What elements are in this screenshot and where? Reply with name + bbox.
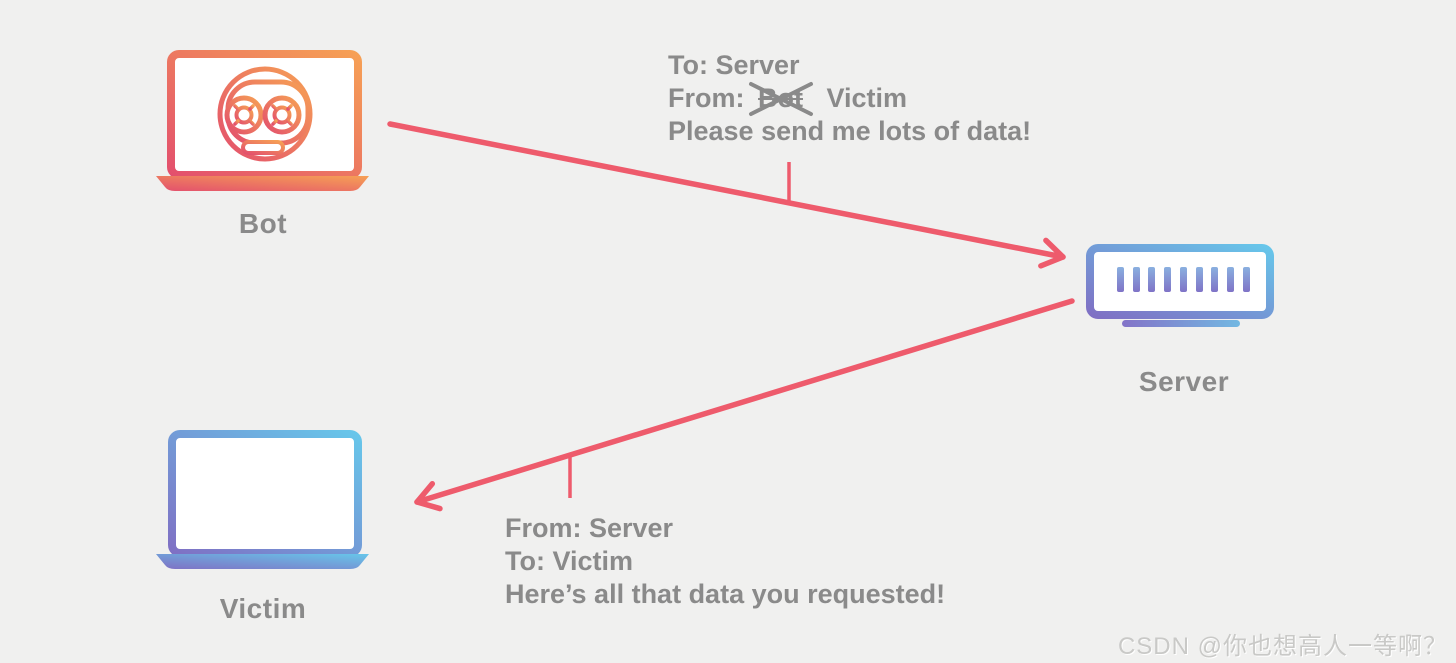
struck-sender-word: Bot [749, 82, 814, 116]
response-line-from: From: Server [505, 513, 674, 543]
request-from-prefix: From: [668, 83, 745, 113]
victim-label: Victim [219, 593, 307, 624]
laptop-robot-icon [156, 50, 369, 191]
response-line-body: Here’s all that data you requested! [505, 579, 946, 609]
request-line-body: Please send me lots of data! [668, 116, 1032, 146]
request-line-from: From: Bot Victim [668, 82, 1031, 116]
server-label: Server [1138, 366, 1230, 397]
request-annotation: To: Server From: Bot Victim Please send … [668, 49, 1031, 148]
response-annotation: From: Server To: Victim Here’s all that … [505, 512, 945, 611]
arrow-server-to-victim [414, 298, 1075, 512]
laptop-icon [156, 430, 369, 569]
csdn-watermark: CSDN @你也想高人一等啊？ [1117, 633, 1448, 660]
robot-face-icon [217, 66, 313, 162]
request-from-suffix: Victim [826, 83, 908, 113]
response-line-to: To: Victim [505, 546, 634, 576]
server-icon [1086, 244, 1274, 327]
request-line-to: To: Server [668, 50, 800, 80]
struck-sender-text: Bot [758, 83, 803, 113]
bot-label: Bot [238, 208, 288, 239]
